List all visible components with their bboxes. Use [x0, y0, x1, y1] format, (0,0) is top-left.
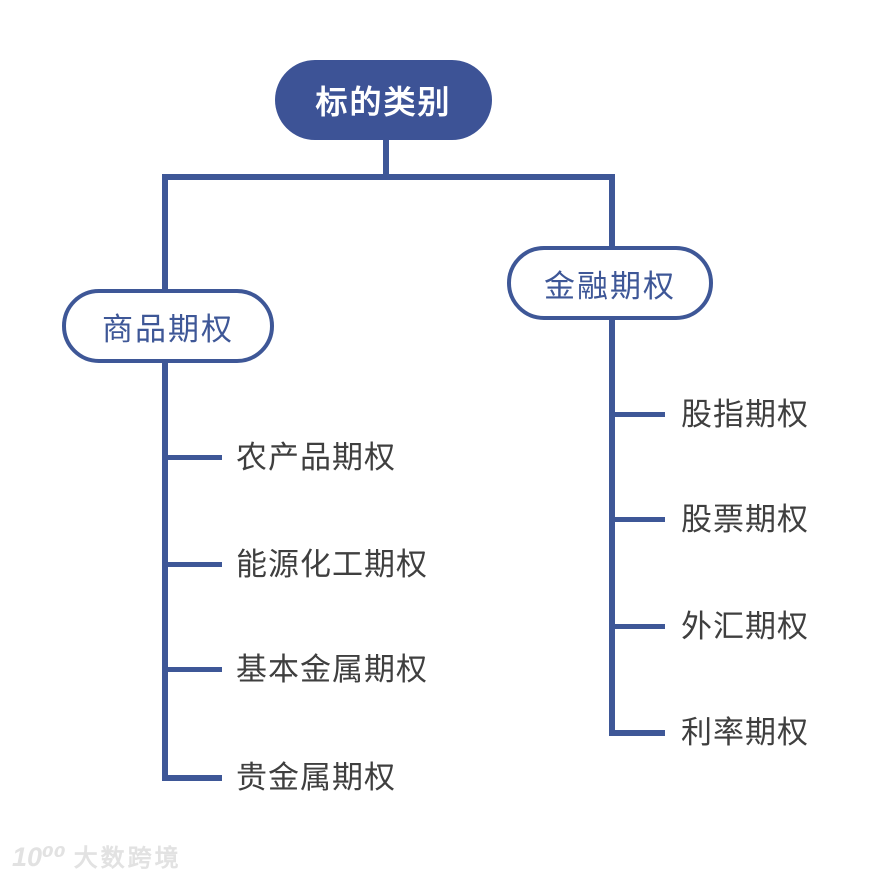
- connector-right-tick-4: [609, 730, 665, 736]
- branch-node-label: 商品期权: [102, 311, 234, 347]
- branch-node-financial-options: 金融期权: [507, 246, 713, 320]
- watermark-text: 大数跨境: [73, 845, 182, 872]
- leaf-stock-index-options: 股指期权: [681, 397, 809, 432]
- leaf-forex-options: 外汇期权: [681, 609, 809, 644]
- branch-node-label: 金融期权: [544, 268, 676, 304]
- leaf-precious-metal-options: 贵金属期权: [236, 760, 396, 795]
- leaf-base-metal-options: 基本金属期权: [236, 652, 428, 687]
- connector-left-tick-1: [162, 455, 222, 460]
- watermark-logo-icon: 10⁰⁰: [12, 842, 66, 872]
- watermark: 10⁰⁰ 大数跨境: [12, 838, 182, 872]
- branch-node-commodity-options: 商品期权: [62, 289, 274, 363]
- connector-left-tick-4: [162, 775, 222, 781]
- connector-right-tick-1: [609, 412, 665, 417]
- leaf-agricultural-options: 农产品期权: [236, 440, 396, 475]
- connector-right-trunk: [609, 174, 615, 736]
- connector-root-drop: [383, 138, 389, 178]
- connector-right-tick-2: [609, 517, 665, 522]
- connector-horizontal-bar: [162, 174, 615, 180]
- connector-right-tick-3: [609, 624, 665, 629]
- connector-left-tick-2: [162, 562, 222, 567]
- connector-left-trunk: [162, 174, 168, 781]
- leaf-energy-chemical-options: 能源化工期权: [236, 547, 428, 582]
- root-node-label: 标的类别: [315, 84, 452, 120]
- root-node: 标的类别: [275, 60, 492, 140]
- leaf-stock-options: 股票期权: [681, 502, 809, 537]
- connector-left-tick-3: [162, 667, 222, 672]
- leaf-interest-rate-options: 利率期权: [681, 715, 809, 750]
